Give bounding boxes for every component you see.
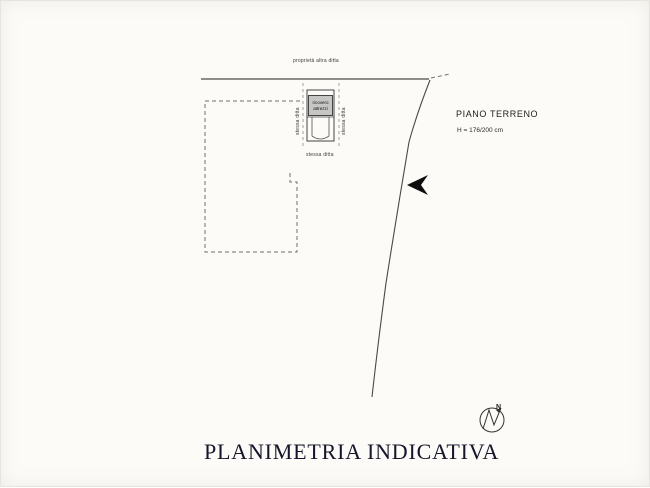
entrance-arrow-marker bbox=[407, 175, 428, 195]
page-title: PLANIMETRIA INDICATIVA bbox=[204, 439, 500, 464]
north-compass-icon bbox=[479, 407, 505, 433]
bottom-boundary-label: stessa ditta bbox=[306, 152, 334, 158]
top-boundary-label: proprietà altra ditta bbox=[293, 58, 339, 64]
floor-name-label: PIANO TERRENO bbox=[456, 109, 539, 119]
right-side-label: stessa ditta bbox=[341, 107, 347, 135]
top-boundary-dashed-extension bbox=[430, 73, 451, 79]
right-boundary-curve bbox=[371, 79, 431, 398]
shed-outline bbox=[306, 89, 335, 142]
dashed-parcel-outline bbox=[204, 100, 300, 253]
tool-shed-label: ricovero attrezzi bbox=[308, 95, 333, 116]
compass-north-label: N bbox=[496, 404, 502, 411]
ceiling-height-label: H = 176/200 cm bbox=[457, 127, 504, 134]
shed-door-arc bbox=[311, 135, 330, 140]
left-side-label: stessa ditta bbox=[295, 107, 301, 135]
